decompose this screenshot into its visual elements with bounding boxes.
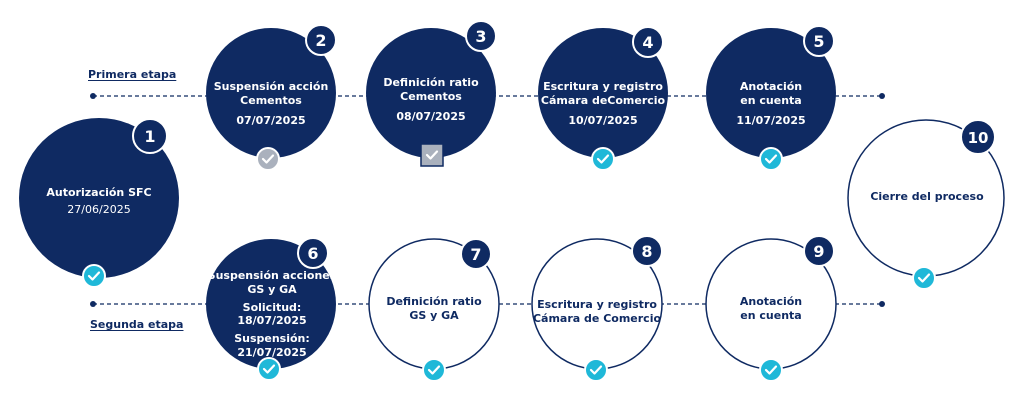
step-label-line: en cuenta <box>740 93 802 107</box>
step-date: 11/07/2025 <box>736 113 806 127</box>
step-label-line: Suspensión acción <box>213 80 329 93</box>
step-label-1: Autorización SFC 27/06/2025 <box>24 186 174 217</box>
step-label-line: GS y GA <box>247 282 297 296</box>
connector-start-dot <box>90 301 96 307</box>
step-number: 9 <box>813 242 824 261</box>
checkmark-icon <box>256 147 280 171</box>
checkmark-icon <box>591 147 615 171</box>
step-label-line: Cámara de Comercio <box>532 311 662 325</box>
step-number: 4 <box>642 33 653 52</box>
step-circle-6 <box>206 239 336 369</box>
checkmark-icon <box>759 358 783 382</box>
connector-end-dot <box>879 93 885 99</box>
step-number: 3 <box>475 27 486 46</box>
step-number-badge <box>803 235 835 267</box>
step-label-line: Cámara deComercio <box>540 93 666 107</box>
checkmark-icon <box>584 358 608 382</box>
connector-start-dot <box>90 93 96 99</box>
step-number: 10 <box>968 129 989 147</box>
step-label-line: 21/07/2025 <box>237 345 307 359</box>
step-circle-2 <box>206 28 336 158</box>
step-label-line: Cementos <box>240 93 302 107</box>
step-number-badge <box>631 235 663 267</box>
step-label-line: Definición ratio <box>386 295 482 308</box>
step-label-line: Escritura y registro <box>543 80 663 93</box>
step-number-badge <box>460 238 492 270</box>
checkmark-icon <box>759 147 783 171</box>
checkmark-icon <box>257 357 281 381</box>
step-label-line: Anotación <box>739 295 803 308</box>
step-number: 6 <box>307 244 318 263</box>
step-label-line: Suspensión acciones <box>207 269 337 282</box>
step-date: 08/07/2025 <box>396 109 466 123</box>
step-number-badge <box>632 26 664 58</box>
step-label-line: 18/07/2025 <box>237 314 307 328</box>
checkmark-icon <box>422 358 446 382</box>
step-date: 07/07/2025 <box>236 113 306 127</box>
step-label-line: Solicitud: <box>242 300 302 314</box>
stage-label-first: Primera etapa <box>88 68 177 81</box>
stage-label-second: Segunda etapa <box>90 318 184 331</box>
step-number: 7 <box>470 245 481 264</box>
connector-end-dot <box>879 301 885 307</box>
step-label-line: Cementos <box>400 89 462 103</box>
step-number-badge <box>803 25 835 57</box>
checkmark-icon <box>82 264 106 288</box>
step-number: 1 <box>144 127 155 146</box>
step-circle-1 <box>19 118 179 278</box>
step-label-line: Anotación <box>739 80 803 93</box>
step-number-badge <box>465 20 497 52</box>
step-label-line: Cierre del proceso <box>870 190 984 203</box>
step-number-badge <box>305 24 337 56</box>
step-circle-4 <box>538 28 668 158</box>
step-circle-5 <box>706 28 836 158</box>
step-label-line: GS y GA <box>409 308 459 322</box>
step-label-line: Definición ratio <box>383 76 479 89</box>
checkmark-icon <box>912 266 936 290</box>
step-number-badge <box>960 119 996 155</box>
step-label-line: Suspensión: <box>234 332 310 345</box>
step-date: 10/07/2025 <box>568 113 638 127</box>
step-number: 8 <box>641 242 652 261</box>
step-label-10: Cierre del proceso <box>852 190 1002 204</box>
step-number: 5 <box>813 32 824 51</box>
step-number-badge <box>297 237 329 269</box>
step-label-line: Escritura y registro <box>537 298 657 311</box>
step-number: 2 <box>315 31 326 50</box>
step-number-badge <box>132 118 168 154</box>
checkmark-icon <box>420 143 444 167</box>
step-label-line: Autorización SFC <box>46 186 152 199</box>
step-circle-3 <box>366 28 496 158</box>
step-label-line: en cuenta <box>740 308 802 322</box>
step-date: 27/06/2025 <box>67 202 131 216</box>
